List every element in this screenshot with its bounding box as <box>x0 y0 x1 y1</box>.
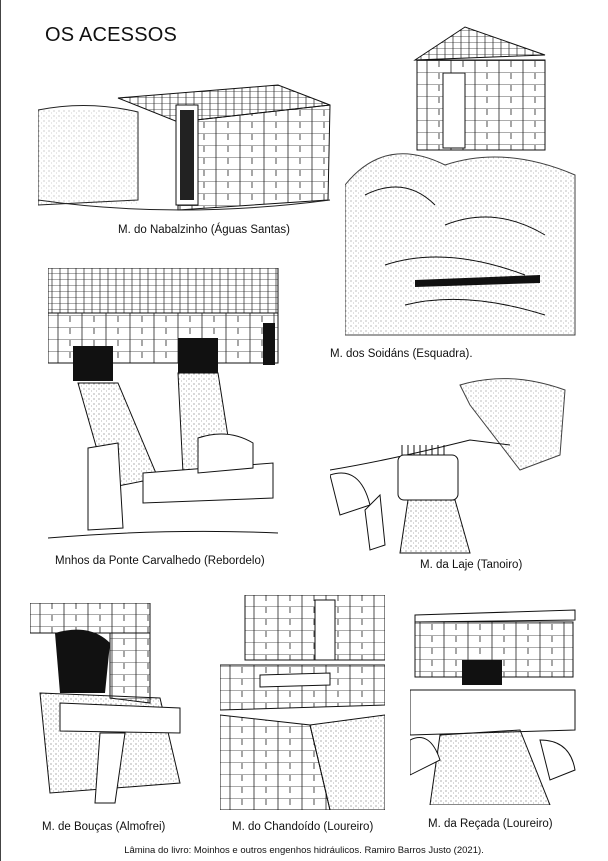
caption-nabalzinho: M. do Nabalzinho (Águas Santas) <box>118 224 290 236</box>
illustration-recada <box>410 600 580 805</box>
illustration-boucas <box>30 603 192 808</box>
caption-laje: M. da Laje (Tanoiro) <box>420 559 523 571</box>
caption-boucas: M. de Bouças (Almofrei) <box>42 821 166 833</box>
caption-ponte-carvalhedo: Mnhos da Ponte Carvalhedo (Rebordelo) <box>55 555 265 567</box>
illustration-nabalzinho <box>38 50 333 215</box>
caption-soidans: M. dos Soidáns (Esquadra). <box>330 348 473 360</box>
footer-credit: Lâmina do livro: Moinhos e outros engenh… <box>124 845 484 856</box>
page-title: OS ACESSOS <box>45 24 178 46</box>
illustration-laje <box>330 375 568 555</box>
caption-recada: M. da Reçada (Loureiro) <box>428 818 553 830</box>
page-border <box>0 0 1 861</box>
illustration-ponte-carvalhedo <box>48 268 280 546</box>
illustration-chandoido <box>220 595 385 810</box>
illustration-soidans <box>345 25 580 337</box>
caption-chandoido: M. do Chandoído (Loureiro) <box>232 821 374 833</box>
